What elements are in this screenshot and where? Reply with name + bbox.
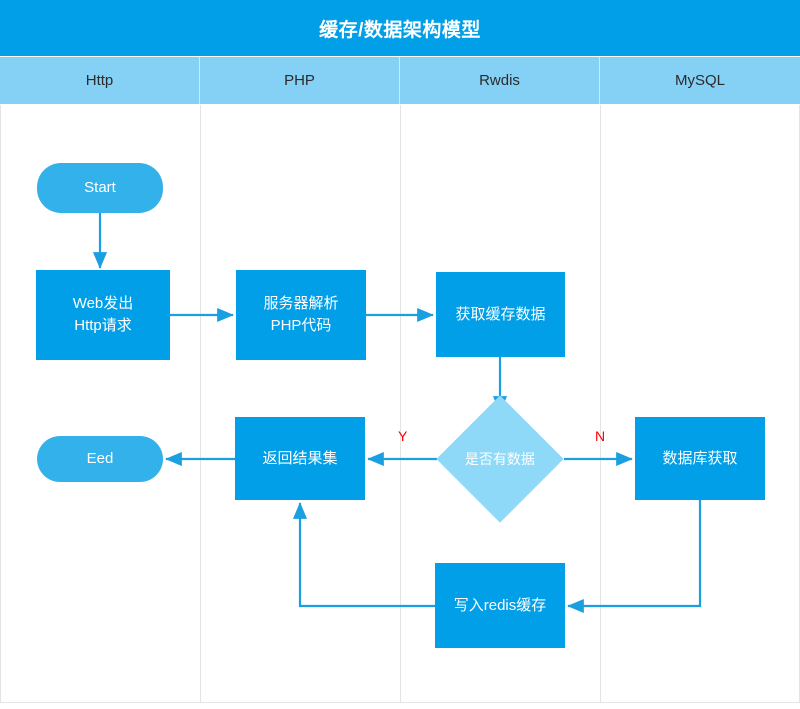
node-label: Eed <box>86 450 114 468</box>
swimlane-header-mysql: MySQL <box>600 57 800 104</box>
node-label: 数据库获取 <box>662 449 738 467</box>
node-web-http-request[interactable]: Web发出 Http请求 <box>36 270 170 360</box>
canvas-border-left <box>0 105 1 703</box>
node-get-cache-data[interactable]: 获取缓存数据 <box>436 272 565 357</box>
node-return-result-set[interactable]: 返回结果集 <box>235 417 365 500</box>
swimlane-header-label: Http <box>85 72 114 89</box>
node-server-parse-php[interactable]: 服务器解析 PHP代码 <box>236 270 366 360</box>
swimlane-header-label: PHP <box>284 72 315 89</box>
node-label: 是否有数据 <box>465 450 536 467</box>
page-title: 缓存/数据架构模型 <box>319 19 481 41</box>
swimlane-divider-http-php <box>200 105 201 703</box>
swimlane-header-rwdis: Rwdis <box>400 57 600 104</box>
node-end[interactable]: Eed <box>37 436 163 482</box>
node-label: Web发出 Http请求 <box>72 295 134 334</box>
node-write-redis-cache[interactable]: 写入redis缓存 <box>435 563 565 648</box>
node-label: Start <box>84 179 116 197</box>
node-label: 返回结果集 <box>262 449 338 467</box>
edge-label-yes: Y <box>398 428 408 444</box>
page-title-bar: 缓存/数据架构模型 <box>0 0 800 56</box>
node-label: 服务器解析 PHP代码 <box>263 295 339 334</box>
swimlane-header-label: MySQL <box>674 72 725 89</box>
node-start[interactable]: Start <box>37 163 163 213</box>
swimlane-header-band: Http PHP Rwdis MySQL <box>0 57 800 104</box>
node-database-fetch[interactable]: 数据库获取 <box>635 417 765 500</box>
edge-label-no: N <box>595 428 606 444</box>
node-label: 写入redis缓存 <box>453 596 547 614</box>
swimlane-divider-php-rwdis <box>400 105 401 703</box>
swimlane-header-http: Http <box>0 57 200 104</box>
swimlane-header-label: Rwdis <box>479 72 520 89</box>
node-label: 获取缓存数据 <box>455 305 546 323</box>
swimlane-header-php: PHP <box>200 57 400 104</box>
swimlane-divider-rwdis-mysql <box>600 105 601 703</box>
